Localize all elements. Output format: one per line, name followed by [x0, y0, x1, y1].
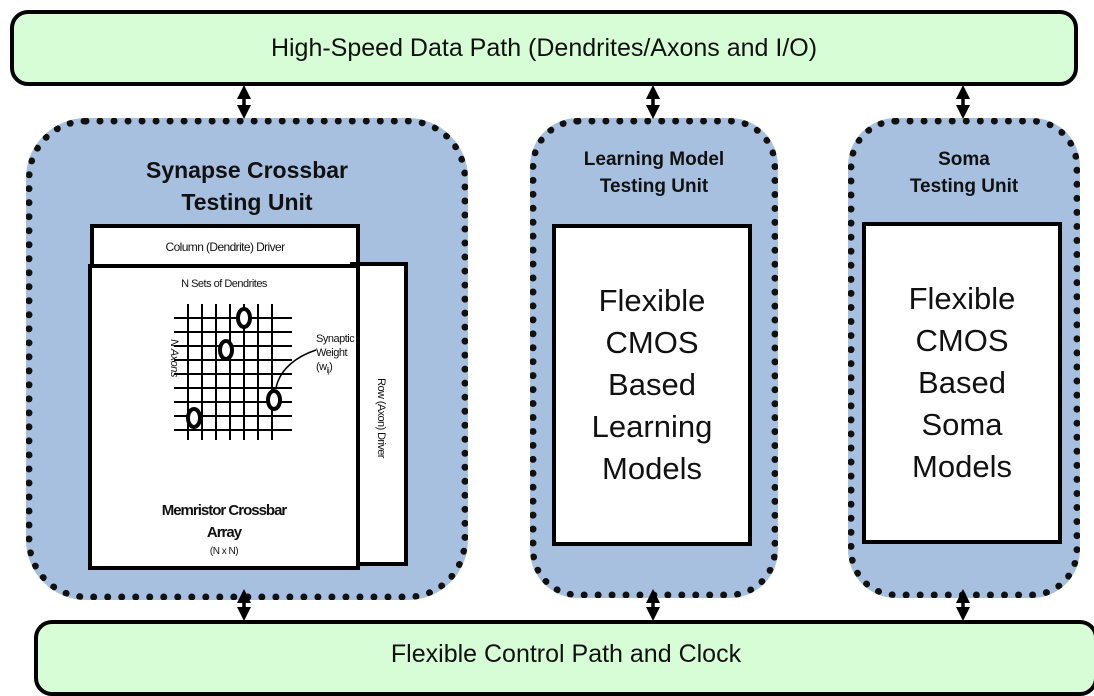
array-title-line1: Memristor Crossbar: [161, 502, 288, 519]
soma-model-box: Flexible CMOS Based Soma Models: [862, 222, 1062, 544]
learning-line-3: Based: [608, 367, 696, 402]
soma-line-3: Based: [918, 365, 1006, 400]
learning-model-text: Flexible CMOS Based Learning Models: [556, 228, 748, 542]
soma-line-1: Flexible: [908, 281, 1016, 316]
learning-line-1: Flexible: [598, 283, 706, 318]
learning-unit-title: Learning Model Testing Unit: [530, 146, 778, 200]
synapse-unit-title: Synapse Crossbar Testing Unit: [26, 154, 468, 218]
learning-title-line2: Testing Unit: [599, 176, 709, 197]
learning-line-2: CMOS: [605, 325, 699, 360]
column-driver-label: Column (Dendrite) Driver: [165, 240, 286, 254]
synapse-title-line2: Testing Unit: [181, 189, 313, 215]
synaptic-weight-subscript: ij: [326, 366, 330, 376]
control-path-clock-label: Flexible Control Path and Clock: [390, 639, 742, 668]
crossbar-grid: [174, 304, 317, 440]
synaptic-weight-close: ): [329, 361, 333, 373]
array-title: Memristor Crossbar Array (N x N): [92, 500, 356, 560]
learning-model-box: Flexible CMOS Based Learning Models: [552, 224, 752, 546]
high-speed-data-path-bus: High-Speed Data Path (Dendrites/Axons an…: [10, 10, 1078, 86]
array-title-line2: Array: [206, 524, 242, 541]
soma-title-line1: Soma: [938, 149, 990, 170]
soma-line-5: Models: [912, 449, 1012, 484]
soma-title-line2: Testing Unit: [909, 176, 1019, 197]
n-sets-dendrites-label: N Sets of Dendrites: [181, 278, 267, 290]
soma-line-4: Soma: [921, 407, 1003, 442]
soma-model-text: Flexible CMOS Based Soma Models: [866, 226, 1058, 540]
learning-line-5: Models: [602, 451, 702, 486]
column-dendrite-driver: Column (Dendrite) Driver: [90, 224, 360, 270]
high-speed-data-path-label: High-Speed Data Path (Dendrites/Axons an…: [270, 33, 818, 62]
synaptic-weight-line1: Synaptic: [316, 333, 355, 345]
memristor-crossbar-array: N Sets of Dendrites N Axons Synaptic Wei…: [88, 264, 360, 570]
synaptic-weight-label: Synaptic Weight (wij): [316, 332, 356, 378]
soma-unit-title: Soma Testing Unit: [848, 146, 1080, 200]
array-title-line3: (N x N): [209, 546, 239, 557]
synapse-title-line1: Synapse Crossbar: [146, 157, 348, 183]
control-path-clock-bus: Flexible Control Path and Clock: [34, 620, 1094, 696]
learning-title-line1: Learning Model: [583, 149, 725, 170]
soma-line-2: CMOS: [915, 323, 1009, 358]
learning-line-4: Learning: [591, 409, 713, 444]
synaptic-weight-pointer: [275, 349, 317, 389]
synaptic-weight-line2: Weight (w: [316, 347, 348, 373]
memristor-symbols: [186, 307, 282, 429]
